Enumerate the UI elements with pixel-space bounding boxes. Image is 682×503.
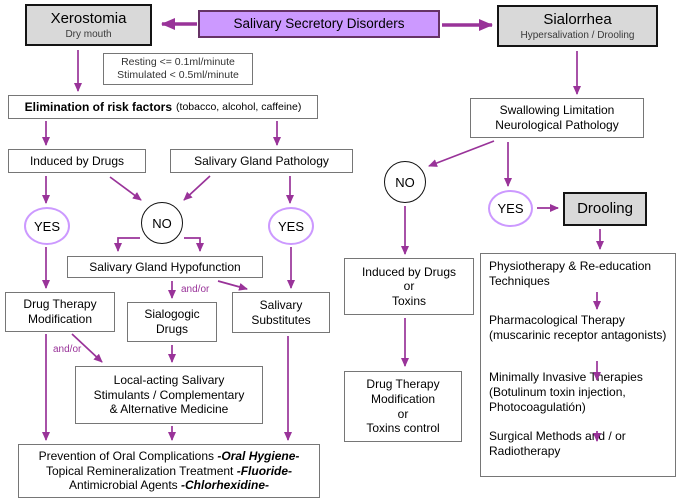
local-acting-line2: Stimulants / Complementary (93, 387, 245, 402)
swallowing-line1: Swallowing Limitation (499, 103, 615, 118)
yes-node-swallowing: YES (488, 190, 533, 227)
induced-toxins-line2: or (403, 279, 415, 294)
risk-factors-node: Elimination of risk factors (tobacco, al… (8, 95, 318, 119)
local-acting-stimulants-node: Local-acting Salivary Stimulants / Compl… (75, 366, 263, 424)
yes-label: YES (33, 218, 60, 234)
sialogogic-line2: Drugs (155, 322, 188, 336)
arrow-drugs-to-no (109, 176, 142, 201)
prevention-line2: Topical Remineralization Treatment -Fluo… (46, 464, 292, 479)
toxins-control-line2: Modification (370, 391, 436, 406)
swallowing-line2: Neurological Pathology (495, 118, 619, 132)
sialogogic-line1: Sialogogic (144, 307, 200, 322)
root-label: Salivary Secretory Disorders (233, 15, 405, 31)
gland-pathology-label: Salivary Gland Pathology (194, 153, 329, 168)
xerostomia-title: Xerostomia (50, 10, 127, 28)
sialorrhea-title: Sialorrhea (543, 11, 612, 29)
drug-therapy-line1: Drug Therapy (23, 297, 97, 312)
prevention-line1: Prevention of Oral Complications -Oral H… (39, 449, 300, 464)
criteria-stimulated: Stimulated < 0.5ml/minute (117, 69, 239, 81)
treatment-pharmacological: Pharmacological Therapy (muscarinic rece… (489, 313, 667, 342)
treatment-minimally-invasive: Minimally Invasive Therapies (Botulinum … (489, 370, 643, 414)
yes-node-drug-induced: YES (24, 207, 70, 245)
swallowing-limitation-node: Swallowing Limitation Neurological Patho… (470, 98, 644, 138)
toxins-control-line4: Toxins control (366, 421, 440, 436)
substitutes-line2: Substitutes (251, 312, 311, 327)
prevention-node: Prevention of Oral Complications -Oral H… (18, 444, 320, 498)
arrow-no-elbow-left (114, 237, 140, 252)
local-acting-line1: Local-acting Salivary (113, 373, 225, 388)
arrow-no-elbow-right (184, 237, 204, 252)
xerostomia-node: Xerostomia Dry mouth (25, 4, 152, 46)
drooling-label: Drooling (577, 199, 633, 217)
treatment-surgical: Surgical Methods and / or Radiotherapy (489, 429, 626, 458)
treatment-physiotherapy: Physiotherapy & Re-education Techniques (489, 259, 652, 288)
toxins-control-node: Drug Therapy Modification or Toxins cont… (344, 371, 462, 442)
induced-toxins-line1: Induced by Drugs (361, 264, 457, 279)
criteria-resting: Resting <= 0.1ml/minute (121, 56, 235, 69)
drooling-treatments-node: Physiotherapy & Re-education Techniques … (480, 253, 676, 477)
yes-label: YES (277, 218, 304, 234)
prevention-line3: Antimicrobial Agents -Chlorhexidine- (69, 478, 269, 493)
sialogogic-drugs-node: Sialogogic Drugs (127, 302, 217, 342)
induced-toxins-line3: Toxins (391, 293, 426, 308)
risk-factors-note: (tobacco, alcohol, caffeine) (176, 100, 302, 113)
gland-pathology-node: Salivary Gland Pathology (170, 149, 353, 173)
arrow-hypofunction-to-substitutes (217, 280, 248, 291)
andor-label-hypofunction: and/or (181, 284, 210, 295)
drooling-node: Drooling (563, 192, 647, 226)
sialorrhea-node: Sialorrhea Hypersalivation / Drooling (497, 5, 658, 47)
yes-node-gland-pathology: YES (268, 207, 314, 245)
flow-rate-criteria-node: Resting <= 0.1ml/minute Stimulated < 0.5… (103, 53, 253, 85)
prevention-line1-em: -Oral Hygiene- (217, 449, 300, 464)
prevention-line3-text: Antimicrobial Agents (68, 478, 182, 493)
prevention-line3-em: -Chlorhexidine- (181, 478, 270, 493)
induced-by-drugs-node: Induced by Drugs (8, 149, 146, 173)
andor-label-drug-therapy: and/or (53, 344, 82, 355)
no-label: NO (152, 215, 172, 231)
risk-factors-label: Elimination of risk factors (24, 99, 173, 114)
no-label: NO (395, 174, 415, 190)
drug-therapy-line2: Modification (27, 312, 93, 326)
yes-label: YES (497, 201, 524, 216)
local-acting-line3: & Alternative Medicine (109, 402, 229, 417)
prevention-line2-text: Topical Remineralization Treatment (45, 463, 237, 478)
induced-by-drugs-label: Induced by Drugs (29, 153, 125, 168)
arrow-swallowing-to-no (428, 140, 495, 167)
sialorrhea-subtitle: Hypersalivation / Drooling (520, 29, 635, 41)
induced-drugs-toxins-node: Induced by Drugs or Toxins (344, 258, 474, 315)
prevention-line2-em: -Fluoride- (236, 463, 293, 478)
drug-therapy-modification-node: Drug Therapy Modification (5, 292, 115, 332)
toxins-control-line3: or (397, 406, 409, 421)
substitutes-line1: Salivary (259, 297, 303, 312)
gland-hypofunction-node: Salivary Gland Hypofunction (67, 256, 263, 278)
toxins-control-line1: Drug Therapy (366, 377, 440, 392)
root-node: Salivary Secretory Disorders (198, 10, 440, 38)
hypofunction-label: Salivary Gland Hypofunction (89, 259, 241, 274)
prevention-line1-text: Prevention of Oral Complications (38, 449, 218, 464)
no-node-right: NO (384, 161, 426, 203)
arrow-pathology-to-no (183, 175, 211, 201)
xerostomia-subtitle: Dry mouth (65, 28, 112, 40)
salivary-substitutes-node: Salivary Substitutes (232, 292, 330, 333)
no-node-left: NO (141, 202, 183, 244)
